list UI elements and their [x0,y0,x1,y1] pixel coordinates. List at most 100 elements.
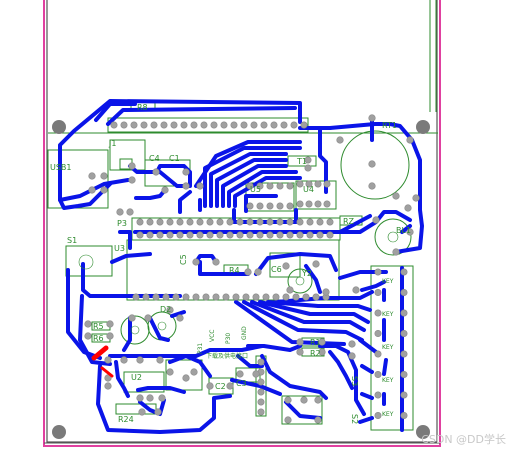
pad [348,352,356,360]
mcu-pad [152,293,160,301]
pad [182,168,190,176]
pad [192,258,200,266]
label-r6: R6 [93,334,104,343]
header-pad [170,121,178,129]
ic-pad [266,202,274,210]
board-edge [43,0,441,447]
connector-pad [306,231,314,239]
pad [182,374,190,382]
mcu-pad [222,293,230,301]
pad [368,160,376,168]
connector-pad [186,231,194,239]
mcu-pad [282,293,290,301]
pad [372,216,380,224]
connector-pad [256,218,264,226]
label-u4: U4 [303,185,314,194]
pad [104,356,112,364]
header-pad [210,121,218,129]
ic-pad [305,180,313,188]
connector-pad [316,218,324,226]
ic-pad [246,202,254,210]
pad [206,382,214,390]
ic-pad [276,202,284,210]
pad [128,314,136,322]
pad [404,204,412,212]
key-pad [400,309,408,317]
label-j1: J1 [108,139,116,148]
pad [154,408,162,416]
connector-pad [266,218,274,226]
mcu-pad [262,293,270,301]
connector-pad [326,218,334,226]
key-pad [374,350,382,358]
pad [100,172,108,180]
label-c6: C6 [271,265,282,274]
header-pad [220,121,228,129]
connector-pad [176,218,184,226]
pad [100,186,108,194]
pad [84,320,92,328]
mcu-pad [182,293,190,301]
key-pad [374,391,382,399]
key-pad [374,411,382,419]
connector-pad [316,231,324,239]
header-pad [270,121,278,129]
pad [166,306,174,314]
connector-pad [256,231,264,239]
connector-pad [136,218,144,226]
pad [88,172,96,180]
label-key-4: KEY [382,377,394,384]
label-c3: C3 [236,379,247,388]
connector-pad [236,231,244,239]
key-pad [400,268,408,276]
pad [296,338,304,346]
pad [128,176,136,184]
mcu-pad [232,293,240,301]
component-ring [130,325,140,335]
pad [166,368,174,376]
connector-pad [146,231,154,239]
header-pad [140,121,148,129]
pad [126,208,134,216]
ic-pad [256,182,264,190]
connector-pad [186,218,194,226]
mcu-pad [312,293,320,301]
label-key-3: KEY [382,344,394,351]
label-key-5: KEY [382,411,394,418]
pad [406,228,414,236]
pad [106,320,114,328]
label-p3: P3 [117,219,127,228]
label-download-port: 下载及供电接口 [206,352,248,360]
ic-pad [304,156,312,164]
header-pad [180,121,188,129]
pad [300,396,308,404]
key-pad [400,350,408,358]
pad [158,394,166,402]
mcu-pad [192,293,200,301]
connector-pad [266,231,274,239]
mounting-holes [52,120,430,439]
mcu-pad [132,293,140,301]
mcu-pad [172,293,180,301]
key-pad [374,309,382,317]
mcu-pad [292,293,300,301]
header-pad [110,121,118,129]
label-u3: U3 [114,244,125,253]
mcu-pad [252,293,260,301]
label-y2: Y2 [301,269,312,278]
label-c5: C5 [179,254,188,265]
connector-pad [146,218,154,226]
header-pad [230,121,238,129]
ic-pad [314,200,322,208]
mcu-pad [142,293,150,301]
key-pad [374,288,382,296]
mcu-pad [202,293,210,301]
ic-pad [286,202,294,210]
pad [182,182,190,190]
header-pad [200,121,208,129]
pad [88,186,96,194]
pad [254,268,262,276]
label-bl1: BL1 [396,226,411,235]
pad [104,382,112,390]
header-pad [257,388,265,396]
